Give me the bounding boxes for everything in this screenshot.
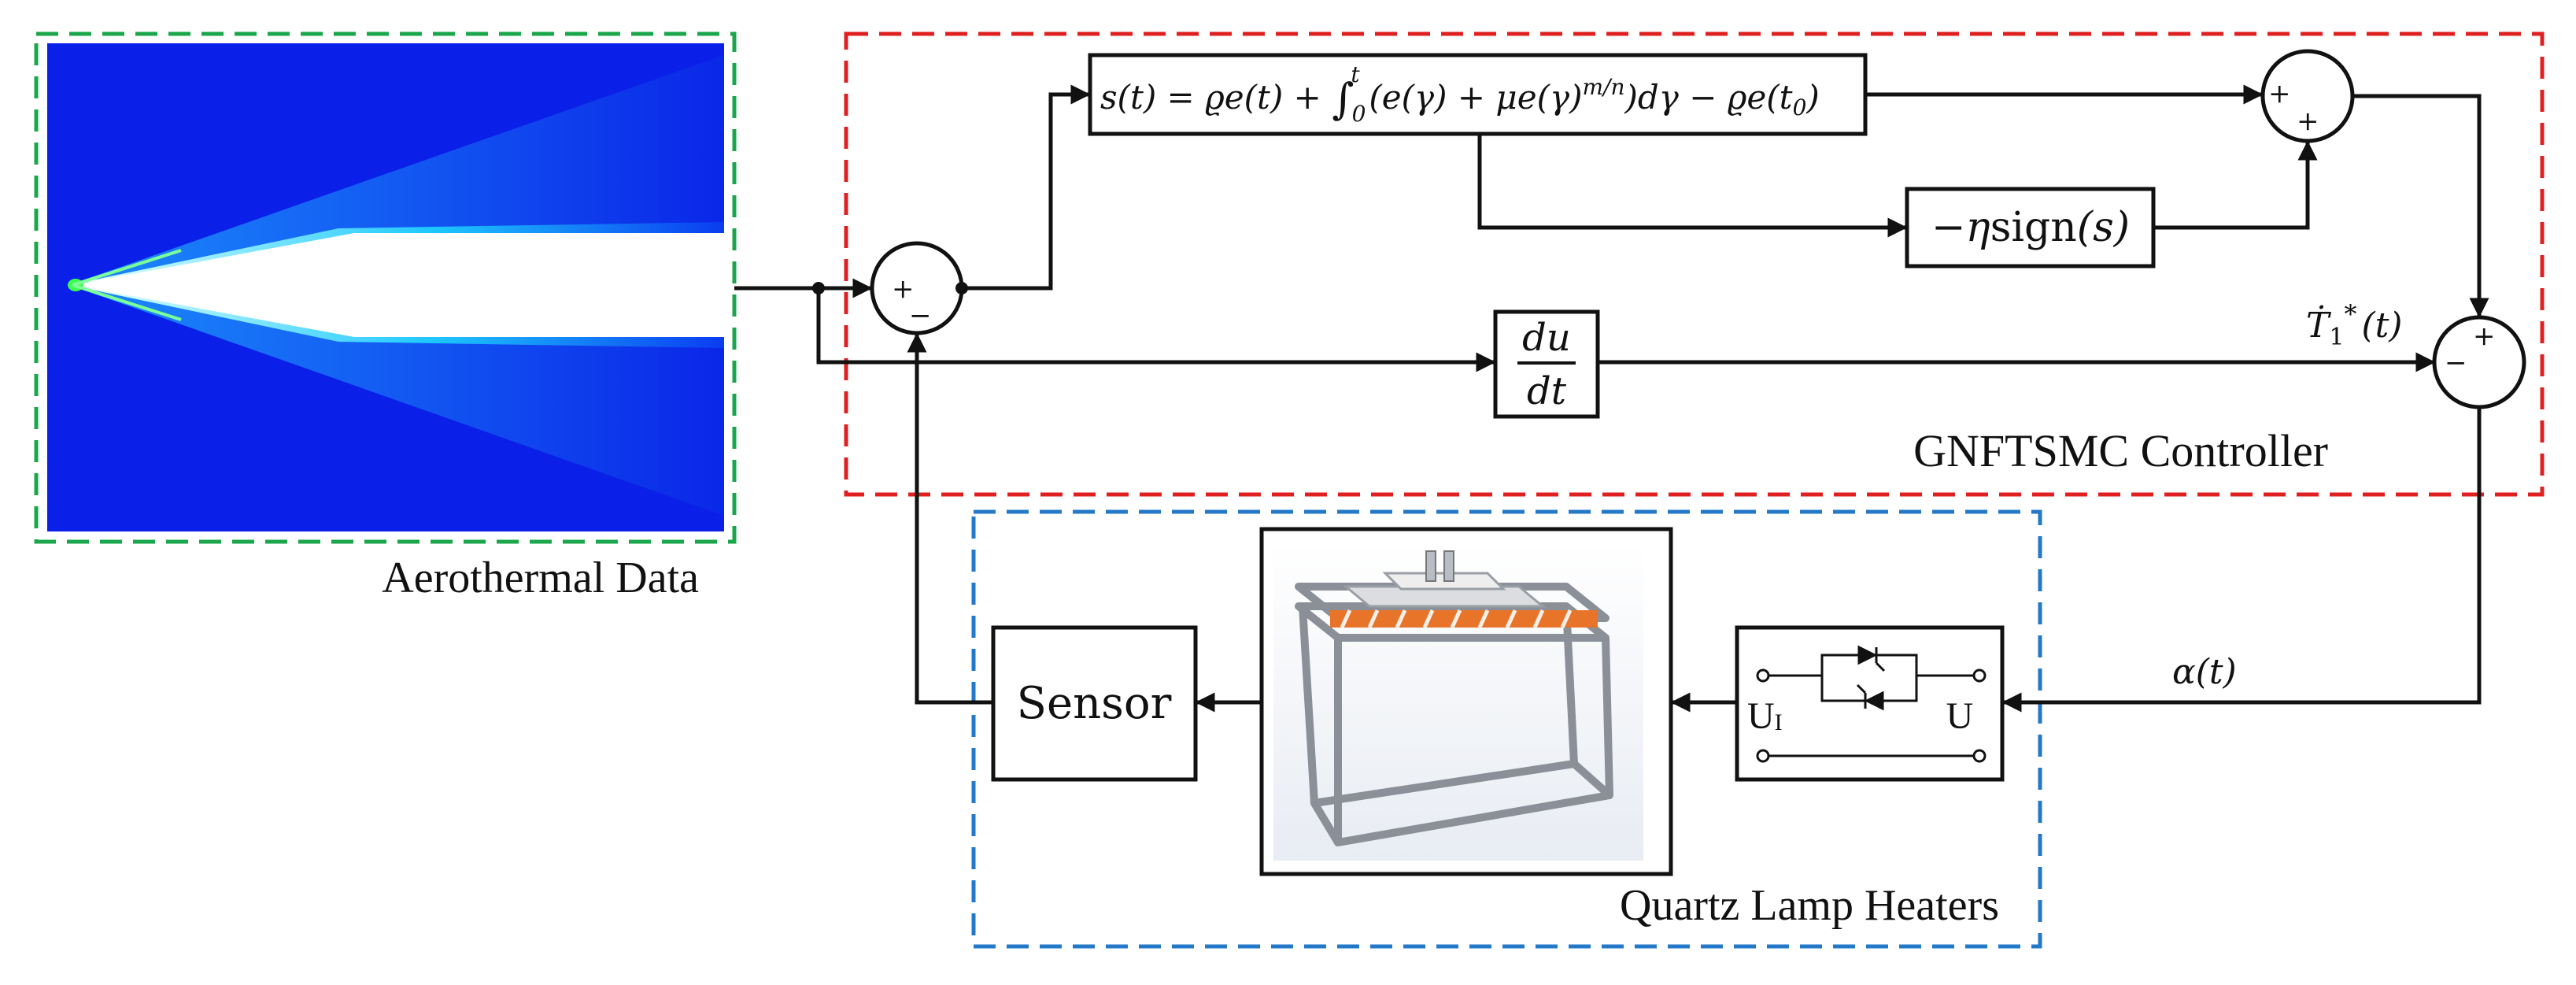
sign-term-block: −ηsign(s)	[1905, 187, 2156, 268]
derivative-block: du dt	[1493, 309, 1600, 419]
sum-junction-error: + −	[870, 241, 964, 335]
derivative-denominator: dt	[1527, 369, 1567, 413]
svg-text:−: −	[2445, 347, 2467, 379]
signal-alpha-label: α(t)	[2172, 652, 2237, 692]
aerothermal-field-image	[47, 43, 724, 531]
sum-junction-top: + +	[2260, 49, 2355, 143]
svg-text:−: −	[909, 300, 932, 331]
svg-text:+: +	[2473, 320, 2496, 352]
thyristor-icon	[1856, 645, 1886, 711]
controller-border	[844, 31, 2545, 497]
svg-text:+: +	[2268, 78, 2291, 109]
power-regulator-block: UI U	[1735, 625, 2005, 782]
heaters-label: Quartz Lamp Heaters	[1620, 881, 1999, 930]
controller-label: GNFTSMC Controller	[1913, 425, 2328, 476]
aerothermal-group: Aerothermal Data	[34, 31, 737, 602]
lamp-array	[1330, 609, 1598, 629]
aerothermal-label: Aerothermal Data	[382, 554, 699, 602]
svg-text:+: +	[2297, 106, 2319, 137]
power-input-label: UI	[1747, 695, 1783, 737]
signal-t1-dot-label: Ṫ1*(t)	[2306, 299, 2402, 351]
quartz-lamp-rig-image	[1259, 527, 1673, 876]
derivative-numerator: du	[1522, 316, 1571, 360]
sum-junction-output: − +	[2432, 315, 2526, 409]
heaters-group: Quartz Lamp Heaters Sensor	[971, 509, 2237, 949]
sign-term-formula: −ηsign(s)	[1931, 204, 2130, 251]
heaters-border	[971, 509, 2042, 949]
sensor-block: Sensor	[991, 625, 1198, 782]
power-output-label: U	[1946, 695, 1974, 737]
aerothermal-border	[34, 31, 737, 544]
sensor-label: Sensor	[1017, 678, 1172, 729]
signal-wires	[734, 84, 2489, 713]
svg-text:+: +	[892, 273, 915, 305]
